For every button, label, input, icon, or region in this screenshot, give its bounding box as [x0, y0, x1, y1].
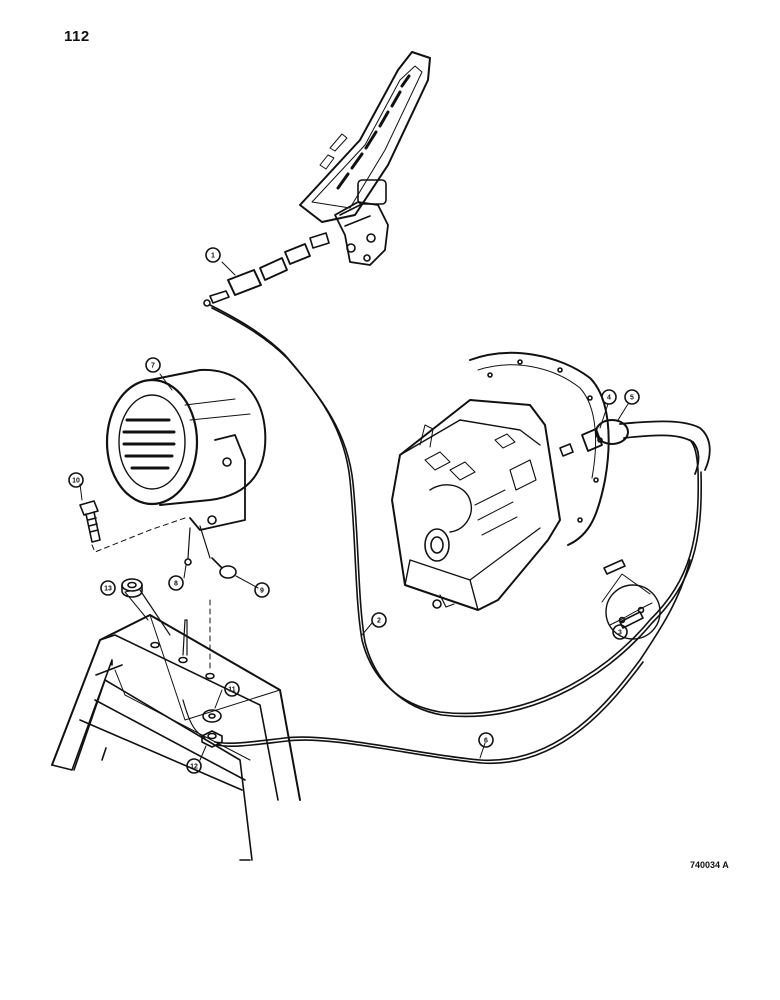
callout-10: 10	[68, 472, 84, 488]
svg-text:1: 1	[211, 253, 215, 260]
callout-5: 5	[624, 389, 640, 405]
svg-text:2: 2	[377, 618, 381, 625]
callout-6: 6	[478, 732, 494, 748]
callout-8: 8	[168, 575, 184, 591]
svg-text:12: 12	[190, 764, 198, 771]
svg-text:10: 10	[72, 478, 80, 485]
svg-text:3: 3	[618, 630, 622, 637]
svg-text:11: 11	[228, 687, 236, 694]
harness-cable	[214, 559, 691, 764]
mounting-bolt	[79, 500, 186, 553]
page-number: 112	[64, 28, 90, 45]
callout-13: 13	[100, 580, 116, 596]
drawing-number: 740034 A	[690, 860, 729, 870]
svg-text:5: 5	[630, 395, 634, 402]
callout-2: 2	[371, 612, 387, 628]
support-stand	[51, 589, 301, 861]
callout-1: 1	[205, 247, 221, 263]
callout-3: 3	[612, 624, 628, 640]
transmission	[391, 351, 610, 611]
pedal-assembly	[299, 51, 431, 266]
callout-4: 4	[601, 389, 617, 405]
grommet	[121, 578, 143, 598]
svg-text:7: 7	[151, 363, 155, 370]
horn-wire	[209, 304, 703, 718]
callout-7: 7	[145, 357, 161, 373]
callout-9: 9	[254, 582, 270, 598]
callout-leaders	[79, 261, 629, 761]
horn-leads	[184, 557, 237, 579]
horn	[105, 368, 267, 559]
wire-connector	[601, 559, 661, 640]
svg-text:13: 13	[104, 586, 112, 593]
svg-text:6: 6	[484, 738, 488, 745]
nut	[201, 730, 223, 748]
pressure-switch	[559, 419, 711, 475]
svg-text:9: 9	[260, 588, 264, 595]
washer	[202, 709, 222, 723]
svg-text:4: 4	[607, 395, 611, 402]
callout-12: 12	[186, 758, 202, 774]
callout-11: 11	[224, 681, 240, 697]
horn-switch	[203, 232, 330, 307]
svg-text:8: 8	[174, 581, 178, 588]
